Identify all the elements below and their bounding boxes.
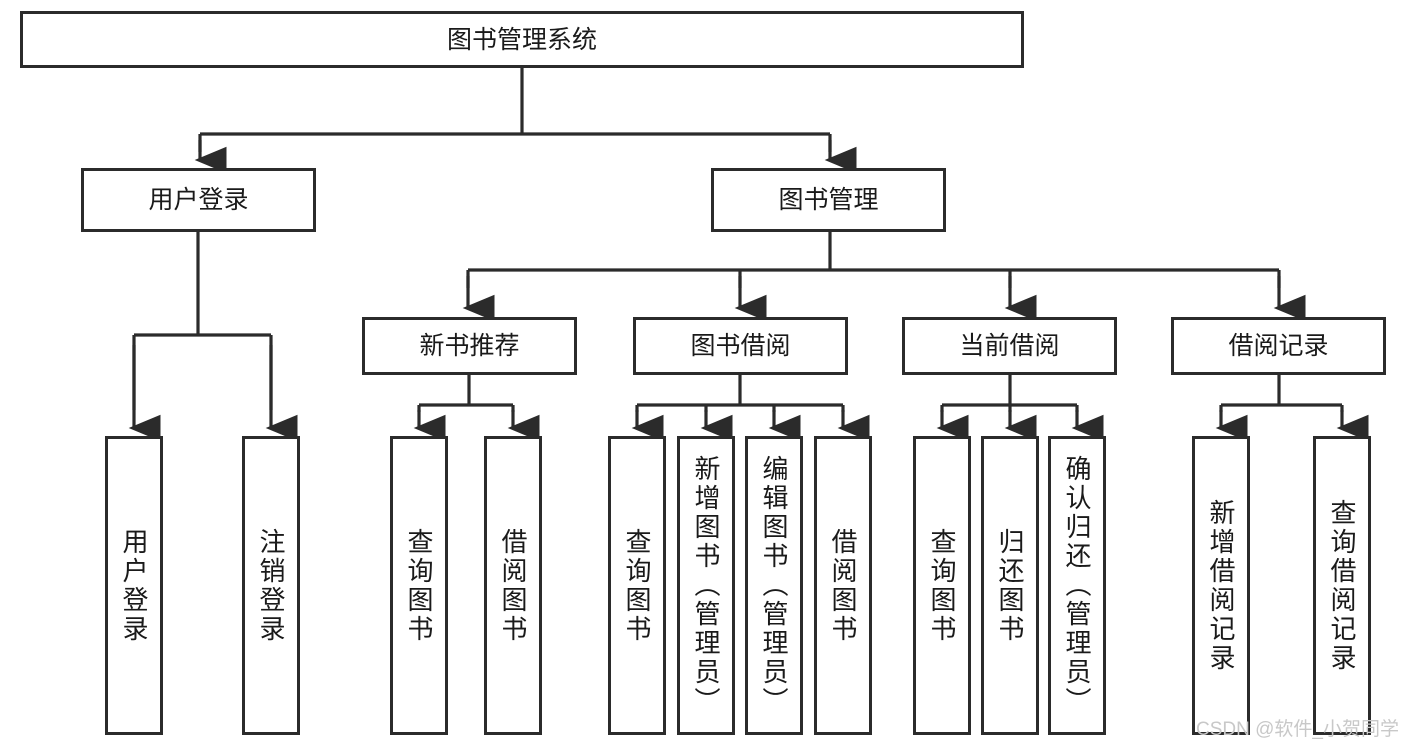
node-leaf-query-record-label: 查询借阅记录 <box>1327 498 1357 673</box>
node-leaf-add-record-label: 新增借阅记录 <box>1206 498 1236 673</box>
node-leaf-borrow-book-1-label: 借阅图书 <box>498 527 528 644</box>
node-user-login[interactable]: 用户登录 <box>81 168 316 232</box>
node-current-borrow[interactable]: 当前借阅 <box>902 317 1117 375</box>
node-leaf-borrow-book-1[interactable]: 借阅图书 <box>484 436 542 735</box>
node-leaf-add-record[interactable]: 新增借阅记录 <box>1192 436 1250 735</box>
node-leaf-logout-login-label: 注销登录 <box>256 527 286 644</box>
node-leaf-add-book-label: 新增图书（管理员） <box>691 455 721 716</box>
node-leaf-query-book-1[interactable]: 查询图书 <box>390 436 448 735</box>
node-book-manage[interactable]: 图书管理 <box>711 168 946 232</box>
node-new-book-rec[interactable]: 新书推荐 <box>362 317 577 375</box>
node-leaf-user-login[interactable]: 用户登录 <box>105 436 163 735</box>
node-leaf-query-book-2[interactable]: 查询图书 <box>608 436 666 735</box>
node-leaf-logout-login[interactable]: 注销登录 <box>242 436 300 735</box>
node-borrow-record[interactable]: 借阅记录 <box>1171 317 1386 375</box>
node-book-manage-label: 图书管理 <box>778 186 879 214</box>
node-leaf-user-login-label: 用户登录 <box>119 527 149 644</box>
node-leaf-query-book-3-label: 查询图书 <box>927 527 957 644</box>
node-leaf-confirm-return-label: 确认归还（管理员） <box>1062 455 1092 716</box>
node-leaf-return-book[interactable]: 归还图书 <box>981 436 1039 735</box>
node-user-login-label: 用户登录 <box>148 186 249 214</box>
node-leaf-borrow-book-2[interactable]: 借阅图书 <box>814 436 872 735</box>
node-leaf-query-book-3[interactable]: 查询图书 <box>913 436 971 735</box>
node-root-label: 图书管理系统 <box>446 25 597 54</box>
node-leaf-query-book-2-label: 查询图书 <box>622 527 652 644</box>
node-leaf-return-book-label: 归还图书 <box>995 527 1025 644</box>
node-book-borrow[interactable]: 图书借阅 <box>633 317 848 375</box>
node-book-borrow-label: 图书借阅 <box>690 332 791 360</box>
node-leaf-edit-book-label: 编辑图书（管理员） <box>759 455 789 716</box>
node-leaf-confirm-return[interactable]: 确认归还（管理员） <box>1048 436 1106 735</box>
node-root[interactable]: 图书管理系统 <box>20 11 1024 68</box>
csdn-watermark: CSDN @软件_小贺同学 <box>1196 719 1399 740</box>
node-leaf-borrow-book-2-label: 借阅图书 <box>828 527 858 644</box>
node-leaf-add-book[interactable]: 新增图书（管理员） <box>677 436 735 735</box>
node-borrow-record-label: 借阅记录 <box>1228 332 1329 360</box>
node-leaf-edit-book[interactable]: 编辑图书（管理员） <box>745 436 803 735</box>
node-new-book-rec-label: 新书推荐 <box>419 332 520 360</box>
node-current-borrow-label: 当前借阅 <box>959 332 1060 360</box>
node-leaf-query-record[interactable]: 查询借阅记录 <box>1313 436 1371 735</box>
node-leaf-query-book-1-label: 查询图书 <box>404 527 434 644</box>
